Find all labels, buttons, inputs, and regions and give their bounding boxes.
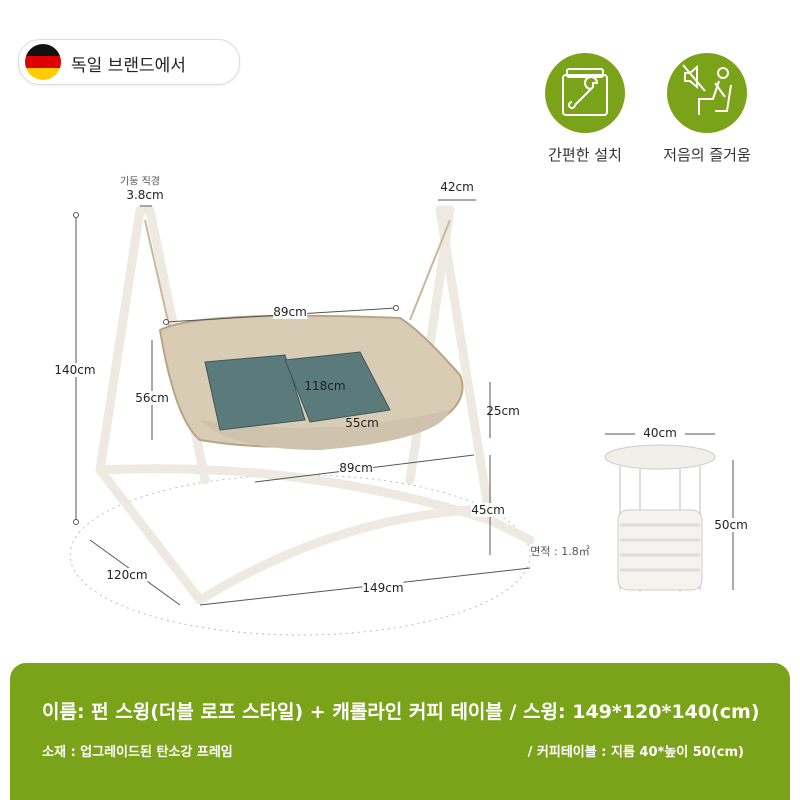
dim-seat-height: 45cm [471,503,505,517]
material: 소재 : 업그레이드된 탄소강 프레임 [42,745,233,760]
table-spec: / 커피테이블 : 지름 40*높이 50(cm) [527,745,744,760]
pillar-label: 기둥 직경 [120,176,160,188]
product-illustration [69,199,734,636]
dim-back-height: 56cm [135,391,169,405]
pillow [284,351,391,423]
pillow [204,354,306,431]
dim-pillar: 3.8cm [126,188,164,202]
dim-table-diameter: 40cm [643,426,677,440]
germany-flag-icon [25,44,61,80]
feature-label: 간편한 설치 [548,146,622,164]
dim-seat-width-bottom: 89cm [339,461,373,475]
badge-text: 독일 브랜드에서 [71,56,186,76]
dim-area: 면적 : 1.8㎡ [530,545,590,558]
floor-area-outline [69,474,531,636]
coffee-table [604,444,716,592]
seat-cushion [200,410,450,450]
dim-width: 149cm [362,581,404,595]
silent-seat-icon [667,53,747,133]
product-name: 이름: 펀 스윙(더블 로프 스타일) + 캐롤라인 커피 테이블 / 스윙: … [42,701,760,723]
ropes [144,219,451,331]
dim-arm-height: 25cm [486,404,520,418]
dim-seat-depth: 55cm [345,416,379,430]
feature-label: 저음의 즐거움 [663,146,751,164]
brand-badge: 독일 브랜드에서 [18,39,240,85]
dim-height: 140cm [54,363,96,377]
toolbox-wrench-icon [545,53,625,133]
dim-table-height: 50cm [714,518,748,532]
info-banner: 이름: 펀 스윙(더블 로프 스타일) + 캐롤라인 커피 테이블 / 스윙: … [10,663,790,800]
dim-depth: 120cm [106,568,148,582]
dim-seat-width-top: 89cm [273,305,307,319]
dim-seat-length: 118cm [304,379,346,393]
dim-top-width: 42cm [440,180,474,194]
